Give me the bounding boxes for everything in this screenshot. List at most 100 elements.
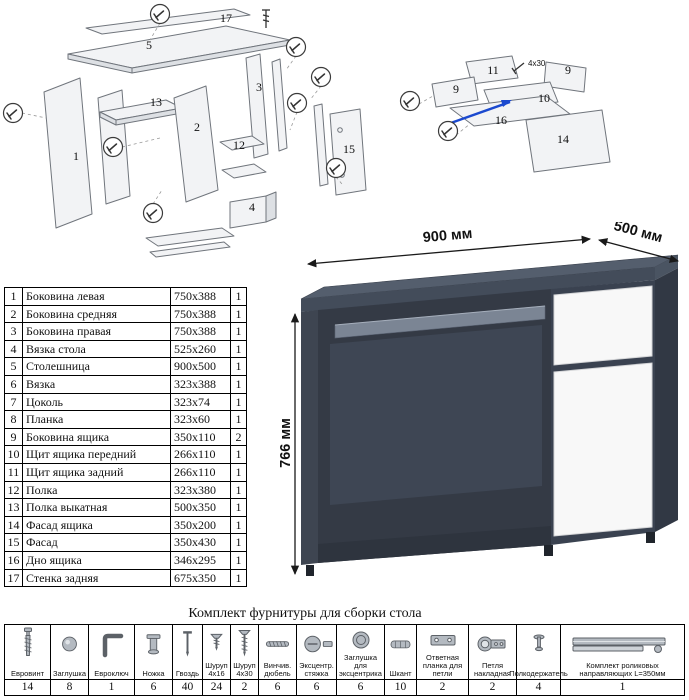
hardware-item-name: Комплект роликовых направляющих L=350мм (579, 661, 666, 678)
part-qty: 1 (230, 304, 247, 324)
part-label: 15 (343, 142, 355, 156)
part-number: 12 (4, 480, 23, 500)
exploded-diagrams: 4x30 (2, 3, 611, 258)
part-label: 9 (453, 82, 459, 96)
part-name: Полка выкатная (22, 498, 171, 517)
desk-top-front-edge (301, 267, 655, 312)
hardware-item-dubel: Винчив. дюбель 6 (259, 625, 297, 695)
drawer-back-shield (465, 55, 519, 85)
part-size: 350x200 (170, 515, 231, 535)
desk-foot (306, 565, 314, 576)
drawer-side-right (543, 61, 587, 93)
hardware-item-name: Евровинт (10, 669, 45, 678)
plinth-strip (318, 526, 551, 563)
hardware-item-qty: 1 (89, 679, 134, 695)
hardware-item-name: Полкодержатель (509, 669, 568, 678)
part-number: 1 (4, 287, 23, 306)
part-size: 900x500 (170, 357, 231, 376)
hardware-item-qty: 8 (51, 679, 88, 695)
furniture-leg-icon (135, 625, 172, 662)
hardware-item-qty: 2 (417, 679, 468, 695)
hardware-item-name: Петля накладная (474, 661, 511, 678)
drawer-exploded-diagram: 4x30 (431, 55, 611, 173)
part-number: 10 (4, 445, 23, 464)
hardware-item-name: Евроключ (94, 669, 129, 678)
part-number: 8 (4, 410, 23, 429)
plinth (145, 227, 235, 247)
hardware-item-name: Заглушка (52, 669, 87, 678)
cam-cap-icon (337, 625, 384, 654)
part-name: Щит ящика задний (22, 462, 171, 482)
desk-exploded-diagram (43, 8, 367, 258)
part-qty: 1 (230, 462, 247, 482)
hardware-item-name: Шуруп 4x30 (233, 661, 256, 678)
dowel-screw-icon (259, 625, 296, 662)
wood-dowel-icon (385, 625, 416, 662)
drawer-facade (525, 109, 611, 173)
screw-size-note: 4x30 (528, 59, 546, 68)
part-name: Дно ящика (22, 550, 171, 570)
hardware-item-napravlyayushchie: Комплект роликовых направляющих L=350мм … (561, 625, 684, 695)
callout-circle (2, 3, 459, 224)
part-label: 9 (565, 63, 571, 77)
hardware-item-name: Шуруп 4x16 (205, 661, 228, 678)
part-name: Фасад (22, 533, 171, 552)
confirmat-screw-icon (5, 625, 50, 662)
hardware-item-shurup-4x30: Шуруп 4x30 2 (231, 625, 259, 695)
part-number: 14 (4, 515, 23, 535)
part-size: 750x388 (170, 322, 231, 341)
screw-icon (203, 625, 230, 662)
hardware-item-zaglushka: Заглушка 8 (51, 625, 89, 695)
middle-side-panel (173, 85, 219, 203)
hardware-item-name: Шкант (389, 669, 412, 678)
part-label: 5 (146, 38, 152, 52)
hardware-item-qty: 2 (469, 679, 516, 695)
part-qty: 1 (230, 410, 247, 429)
part-size: 525x260 (170, 339, 231, 359)
desk-render: 900 мм 500 мм 766 мм (280, 222, 680, 576)
height-dimension-label: 766 мм (280, 418, 294, 468)
dimension-lines (290, 235, 680, 576)
part-size: 346x295 (170, 550, 231, 570)
hardware-kit-title: Комплект фурнитуры для сборки стола (188, 606, 422, 621)
hardware-item-nozhka: Ножка 6 (135, 625, 173, 695)
diagram-part-labels: 17 5 1 13 2 3 12 15 4 11 9 9 10 16 14 (73, 11, 571, 214)
hardware-item-name: Гвоздь (175, 669, 200, 678)
hardware-item-qty: 6 (259, 679, 296, 695)
part-label: 2 (194, 120, 200, 134)
part-size: 675x350 (170, 568, 231, 588)
part-label: 1 (73, 149, 79, 163)
hardware-item-qty: 40 (173, 679, 202, 695)
hardware-item-qty: 6 (297, 679, 336, 695)
part-label: 16 (495, 113, 507, 127)
fastener-callouts (2, 3, 471, 224)
part-number: 5 (4, 357, 23, 376)
hardware-item-zaglushka-ekscentrika: Заглушка для эксцентрика 6 (337, 625, 385, 695)
part-size: 323x388 (170, 374, 231, 394)
screw-icon (262, 9, 270, 28)
desk-left-panel (301, 310, 318, 565)
hardware-kit-table: Евровинт 14 Заглушка 8 Евроключ 1 (4, 624, 685, 696)
back-panel (330, 325, 542, 505)
hardware-item-qty: 6 (135, 679, 172, 695)
part-label: 14 (557, 132, 569, 146)
shelf (219, 135, 265, 151)
drawer-front (553, 285, 653, 366)
depth-dimension-label: 500 мм (612, 222, 664, 246)
part-label: 4 (249, 200, 255, 214)
part-qty: 1 (230, 480, 247, 500)
hardware-item-qty: 6 (337, 679, 384, 695)
depth-dimension-arrow (597, 238, 680, 263)
hardware-item-name: Ножка (142, 669, 165, 678)
part-label: 17 (220, 11, 232, 25)
part-qty: 1 (230, 533, 247, 552)
hardware-item-qty: 14 (5, 679, 50, 695)
part-size: 323x380 (170, 480, 231, 500)
